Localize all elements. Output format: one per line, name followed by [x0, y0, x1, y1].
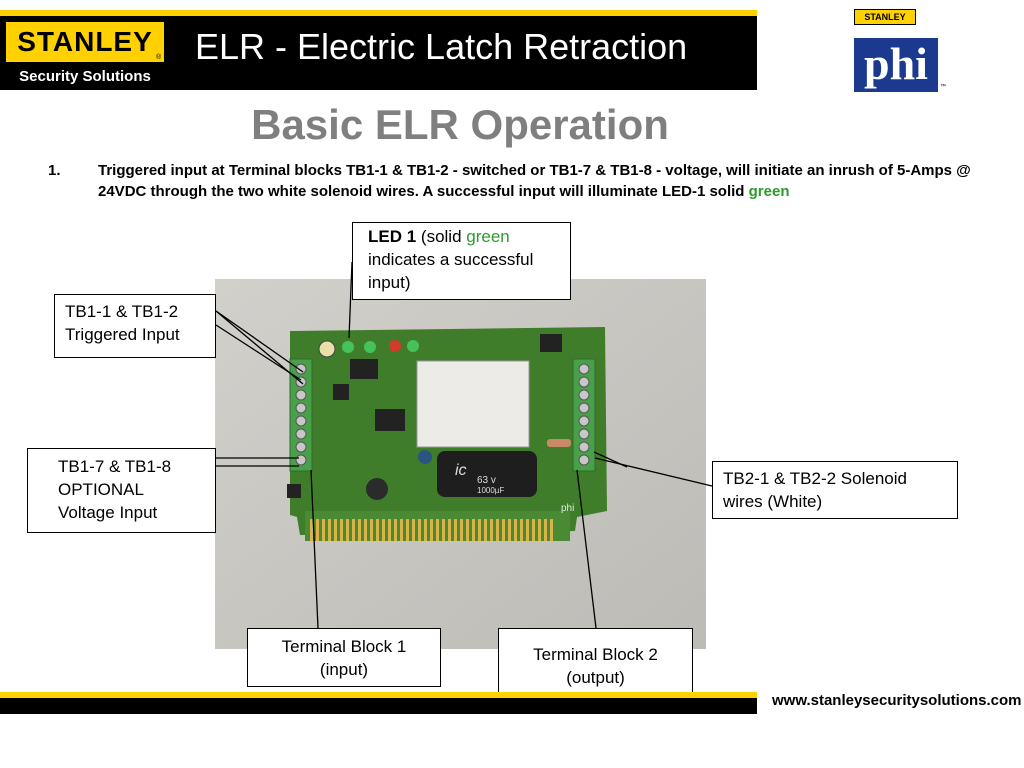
- phi-logo-word: phi: [854, 38, 938, 92]
- callout-led-1: LED 1 (solid green indicates a successfu…: [352, 222, 571, 300]
- callout-tb1-optional-line2: OPTIONAL: [58, 480, 144, 499]
- phi-logo-badge: STANLEY: [854, 9, 916, 25]
- capacitor: [437, 451, 537, 497]
- elr-board-photo: ic 63 v 1000µF phi: [215, 279, 706, 649]
- callout-led-1-pre: (solid: [416, 227, 467, 246]
- footer-accent-bar: [0, 692, 757, 698]
- stanley-logo: STANLEY ® Security Solutions: [4, 20, 166, 88]
- callout-led-1-label: LED 1: [368, 227, 417, 246]
- callout-terminal-block-2-line1: Terminal Block 2: [533, 645, 658, 664]
- step-text: Triggered input at Terminal blocks TB1-1…: [98, 160, 978, 202]
- stanley-logo-word: STANLEY: [17, 26, 153, 57]
- callout-terminal-block-1: Terminal Block 1 (input): [247, 628, 441, 687]
- footer-bar: [0, 698, 757, 714]
- step-text-highlight: green: [748, 183, 790, 200]
- capacitor-brand: ic: [455, 462, 467, 479]
- callout-led-1-green: green: [466, 227, 510, 246]
- terminal-block-1: [289, 358, 313, 472]
- led-1: [342, 341, 354, 353]
- callout-tb1-optional-line1: TB1-7 & TB1-8: [58, 457, 172, 476]
- footer-url[interactable]: www.stanleysecuritysolutions.com: [772, 692, 1022, 709]
- page-title: Basic ELR Operation: [251, 101, 669, 148]
- callout-tb1-optional-voltage: TB1-7 & TB1-8 OPTIONAL Voltage Input: [27, 448, 216, 533]
- board-mark: phi: [561, 503, 574, 514]
- callout-terminal-block-2-line2: (output): [566, 668, 625, 687]
- header-accent-bar: [0, 10, 757, 16]
- header-title: ELR - Electric Latch Retraction: [195, 26, 688, 67]
- capacitor-value: 1000µF: [477, 486, 504, 495]
- callout-led-1-post: indicates a successful input): [368, 250, 534, 292]
- callout-terminal-block-2: Terminal Block 2 (output): [498, 628, 693, 694]
- step-number: 1.: [48, 162, 61, 179]
- relay: [416, 360, 530, 448]
- callout-tb2-solenoid: TB2-1 & TB2-2 Solenoid wires (White): [712, 461, 958, 519]
- callout-terminal-block-1-line1: Terminal Block 1: [281, 637, 407, 656]
- step-text-body: Triggered input at Terminal blocks TB1-1…: [98, 162, 971, 200]
- callout-terminal-block-1-line2: (input): [319, 660, 369, 679]
- callout-tb1-optional-line3: Voltage Input: [58, 503, 158, 522]
- stanley-logo-subtitle: Security Solutions: [4, 66, 166, 88]
- callout-tb1-triggered-input: TB1-1 & TB1-2 Triggered Input: [54, 294, 216, 358]
- capacitor-rating: 63 v: [477, 475, 496, 486]
- terminal-block-2: [572, 358, 596, 472]
- phi-logo: STANLEY phi ™: [852, 8, 947, 93]
